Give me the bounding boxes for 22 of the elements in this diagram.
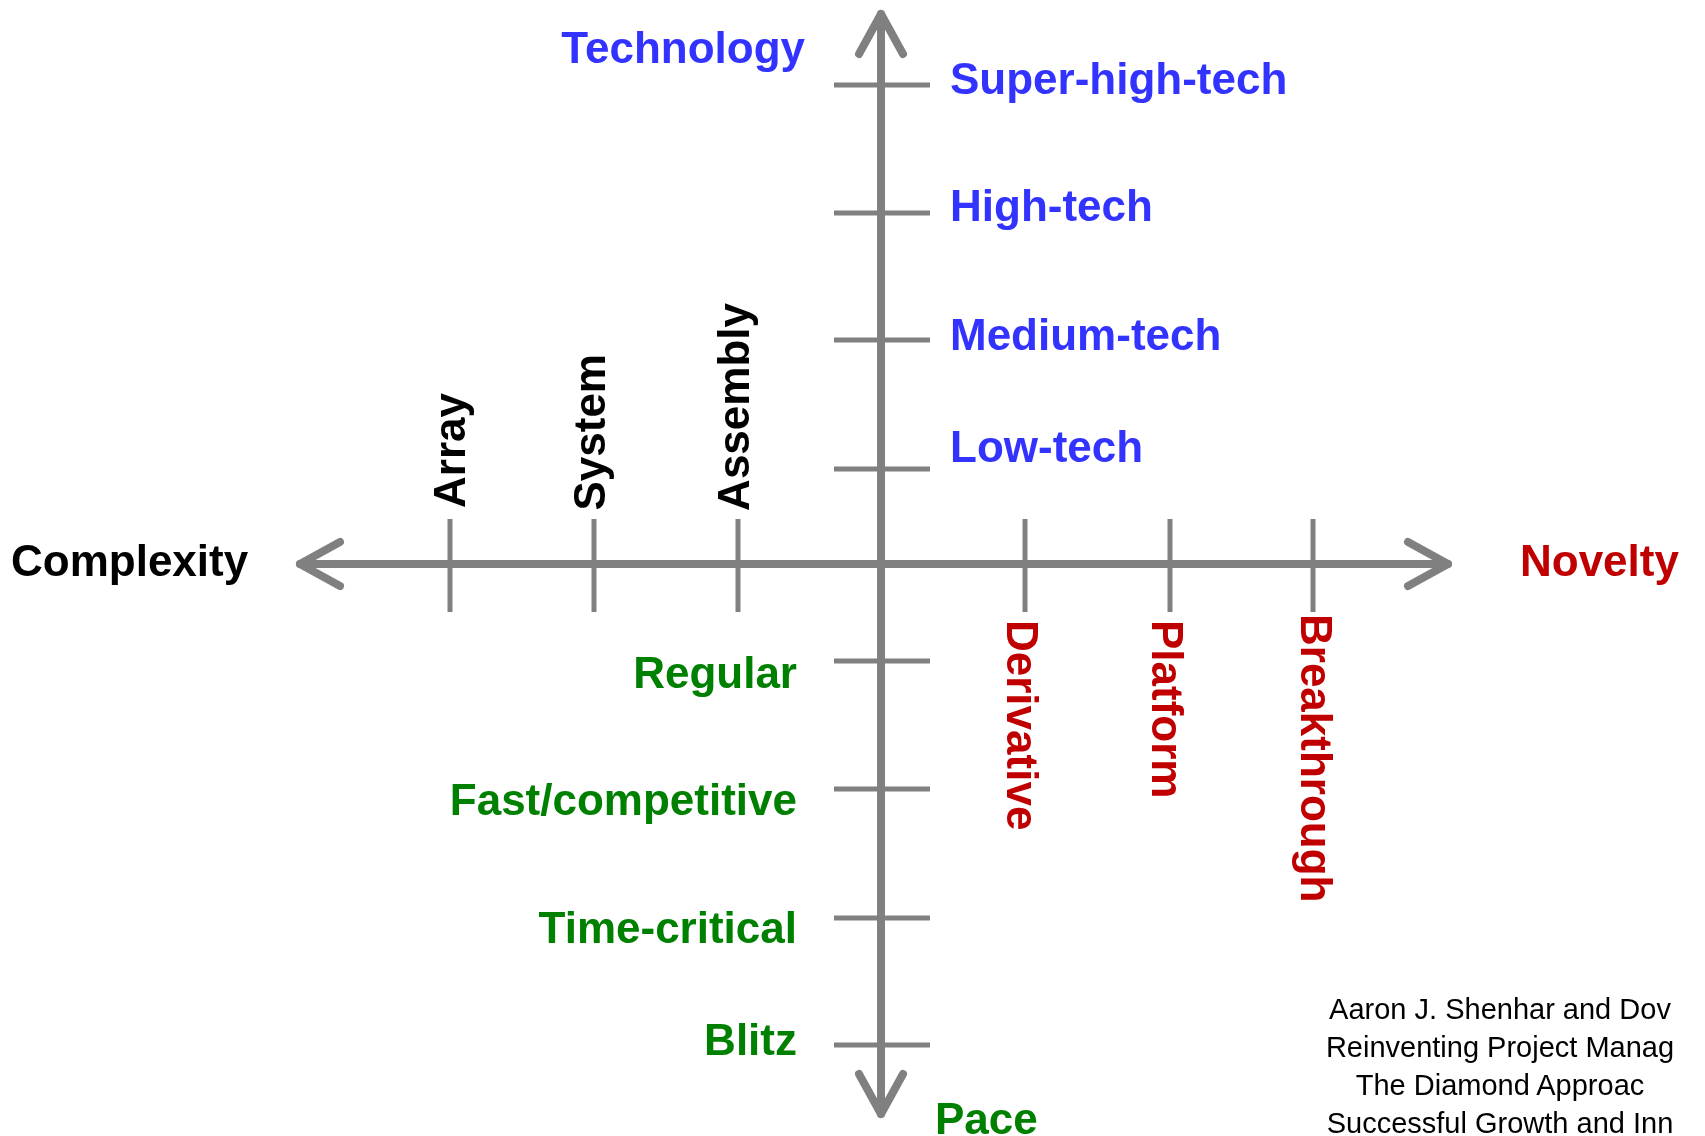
tick-label: Breakthrough bbox=[1294, 614, 1338, 903]
tick-label: Platform bbox=[1145, 620, 1189, 799]
tick-label: High-tech bbox=[950, 184, 1153, 228]
tick-label: Derivative bbox=[1000, 620, 1044, 831]
tick-label: Low-tech bbox=[950, 425, 1144, 469]
tick-label: Blitz bbox=[704, 1018, 797, 1062]
citation-text: Reinventing Project Manag bbox=[1325, 1033, 1675, 1062]
axis-title: Pace bbox=[935, 1097, 1038, 1136]
tick-label: Time-critical bbox=[538, 906, 797, 950]
tick-label: Regular bbox=[633, 651, 797, 695]
citation-text: The Diamond Approac bbox=[1355, 1071, 1645, 1100]
axis-title: Technology bbox=[561, 26, 805, 70]
tick-label: System bbox=[568, 354, 612, 511]
tick-label: Array bbox=[428, 393, 472, 508]
citation-text: Aaron J. Shenhar and Dov bbox=[1329, 995, 1671, 1024]
tick-label: Fast/competitive bbox=[449, 778, 797, 822]
tick-label: Medium-tech bbox=[950, 313, 1222, 357]
tick-label: Super-high-tech bbox=[950, 57, 1288, 101]
axis-title: Complexity bbox=[11, 539, 249, 583]
axis-title: Novelty bbox=[1520, 539, 1679, 583]
citation-text: Successful Growth and Inn bbox=[1326, 1109, 1674, 1136]
tick-label: Assembly bbox=[712, 303, 756, 511]
